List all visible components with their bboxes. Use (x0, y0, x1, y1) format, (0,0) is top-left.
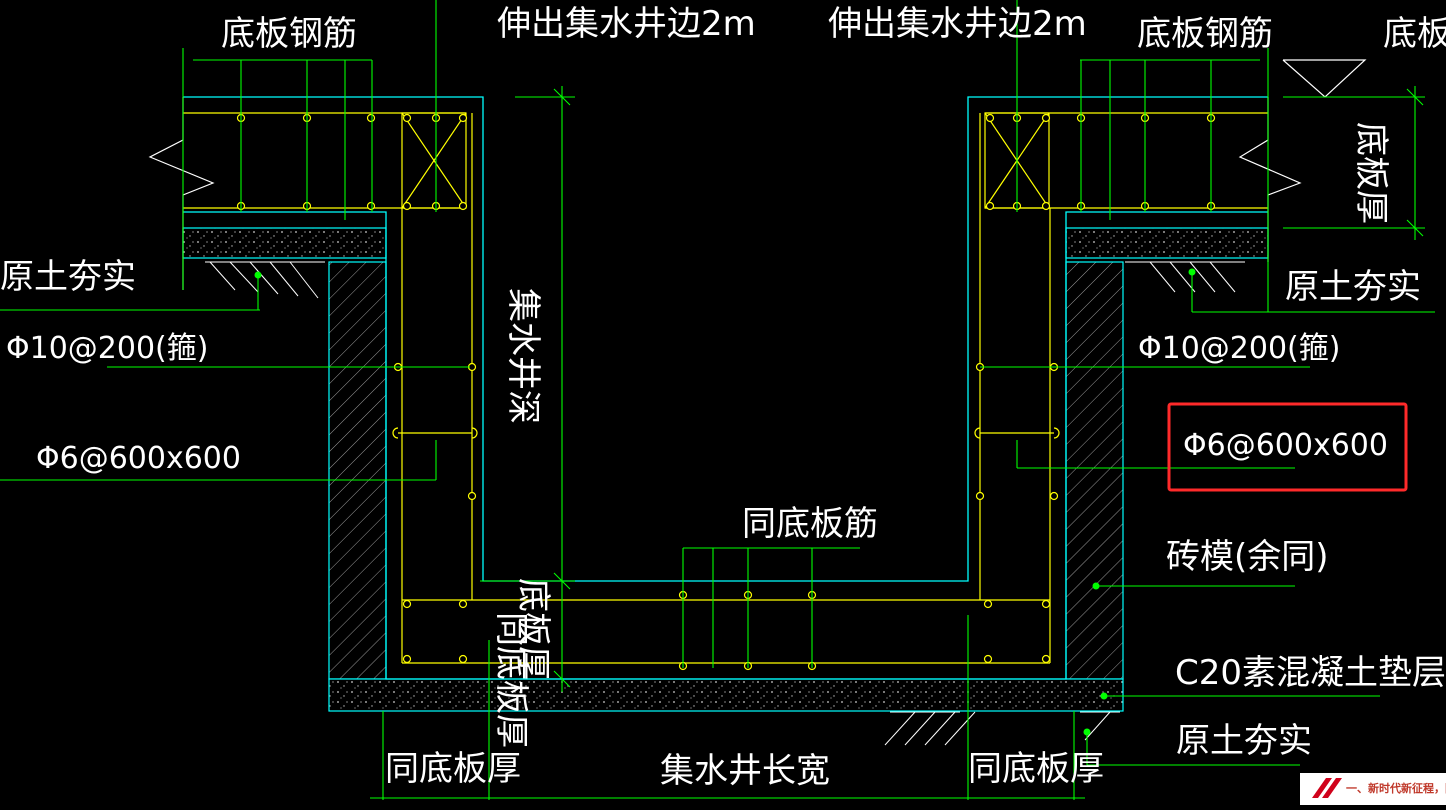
label-same-slab-rebar: 同底板筋 (742, 504, 878, 544)
label-extend-right: 伸出集水井边2m (828, 4, 1087, 44)
label-extend-left: 伸出集水井边2m (497, 4, 756, 44)
label-tie-right: Φ6@600x600 (1183, 428, 1388, 463)
watermark-logo: 一、新时代新征程，国资 (1300, 773, 1446, 805)
label-slab-thickness-vertical: 底板厚 (513, 578, 553, 680)
label-same-slab-thickness-vertical: 同底板厚 (491, 612, 531, 748)
brick-mold-left (328, 261, 387, 680)
label-compact-soil-right-top: 原土夯实 (1285, 267, 1421, 307)
leader-dots (254, 268, 1196, 736)
label-stirrup-right: Φ10@200(箍) (1138, 331, 1340, 366)
soil-hatch-left (205, 261, 325, 299)
label-slab-rebar-right: 底板钢筋 (1137, 14, 1273, 54)
rebar-cage (183, 112, 1268, 664)
cushion-left (182, 227, 387, 259)
label-slab-rebar-left: 底板钢筋 (221, 14, 357, 54)
label-compact-soil-left: 原土夯实 (0, 257, 136, 297)
label-pit-depth: 集水井深 (503, 288, 543, 424)
label-pit-size: 集水井长宽 (660, 751, 830, 791)
soil-hatch-right (1125, 261, 1245, 293)
label-stirrup-left: Φ10@200(箍) (6, 331, 208, 366)
cushion-bottom (328, 678, 1124, 712)
label-compact-soil-right-bottom: 原土夯实 (1176, 721, 1312, 761)
label-brick-mold: 砖模(余同) (1166, 537, 1329, 577)
label-cushion: C20素混凝土垫层 (1175, 653, 1446, 693)
label-same-thickness-right: 同底板厚 (968, 749, 1104, 789)
soil-hatch-bottom (884, 711, 1120, 746)
cushion-right (1065, 227, 1269, 259)
concrete-outline (183, 96, 1268, 680)
watermark-text: 一、新时代新征程，国资 (1346, 781, 1446, 795)
highlight-box (1167, 402, 1408, 492)
label-same-thickness-left: 同底板厚 (385, 749, 521, 789)
label-slab-thickness-right: 底板厚 (1351, 122, 1391, 224)
label-tie-left: Φ6@600x600 (36, 441, 241, 476)
label-slab-cut-right: 底板 (1383, 14, 1446, 54)
brick-mold-right (1065, 261, 1124, 680)
break-line-left (148, 97, 215, 290)
